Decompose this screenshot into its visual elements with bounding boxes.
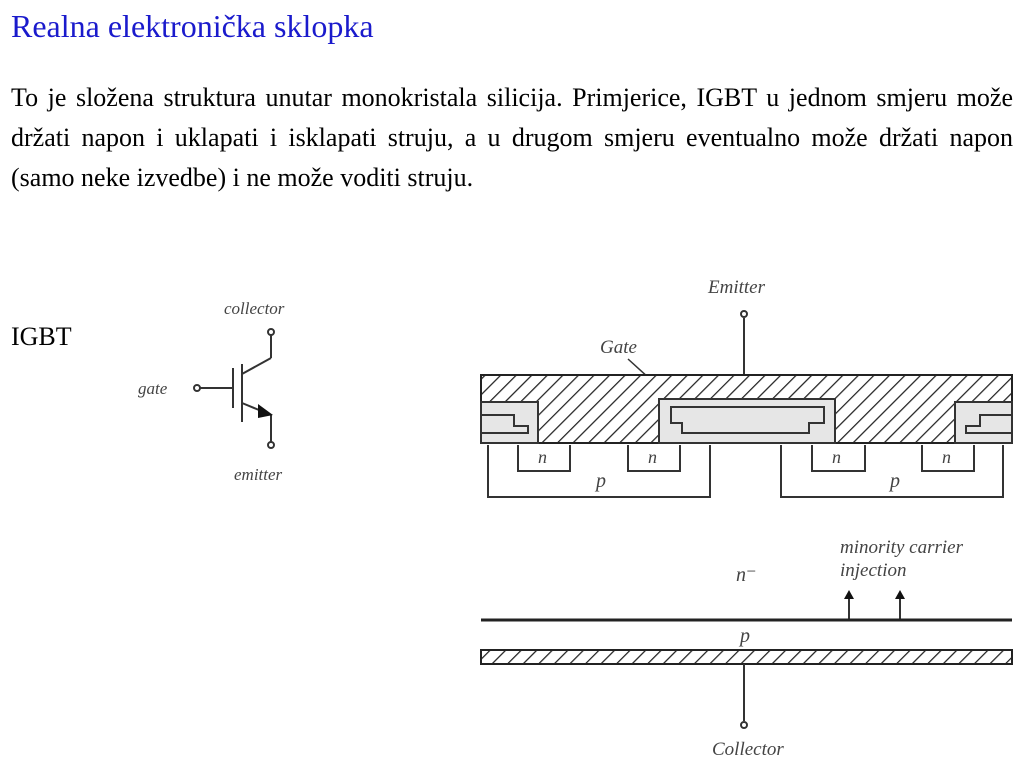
minority-carrier-label-line2: injection (840, 560, 906, 581)
gate-oxide-center (658, 398, 836, 444)
collector-label: Collector (712, 739, 784, 760)
igbt-cross-section-diagram: Emitter Gate n n n n p p n⁻ minority car… (480, 277, 1013, 760)
injection-arrow-icon (895, 590, 905, 599)
gate-label: Gate (600, 337, 637, 358)
gate-oxide-right (954, 401, 1013, 444)
emitter-label: Emitter (707, 277, 766, 298)
slide-title: Realna elektronička sklopka (11, 8, 374, 44)
n-minus-region-label: n⁻ (736, 564, 757, 586)
symbol-collector-label: collector (224, 299, 285, 318)
n-region-label-4: n (942, 447, 951, 467)
emitter-arrow-icon (258, 404, 273, 418)
emitter-terminal (740, 310, 748, 318)
igbt-symbol-diagram: collector gate emitter (138, 299, 285, 484)
minority-carrier-label-line1: minority carrier (840, 537, 964, 558)
p-well-label-2: p (888, 470, 900, 492)
igbt-symbol-graphic (193, 328, 275, 449)
n-region-label-1: n (538, 447, 547, 467)
symbol-emitter-label: emitter (234, 465, 283, 484)
injection-arrow-icon (844, 590, 854, 599)
device-label: IGBT (11, 322, 72, 351)
p-layer-label: p (738, 625, 750, 647)
n-region-label-3: n (832, 447, 841, 467)
n-region-label-2: n (648, 447, 657, 467)
slide-paragraph: To je složena struktura unutar monokrist… (11, 83, 1013, 192)
gate-oxide-left (480, 401, 539, 444)
collector-terminal (740, 721, 748, 729)
collector-metal-layer (480, 649, 1013, 665)
p-well-label-1: p (594, 470, 606, 492)
symbol-gate-label: gate (138, 379, 168, 398)
